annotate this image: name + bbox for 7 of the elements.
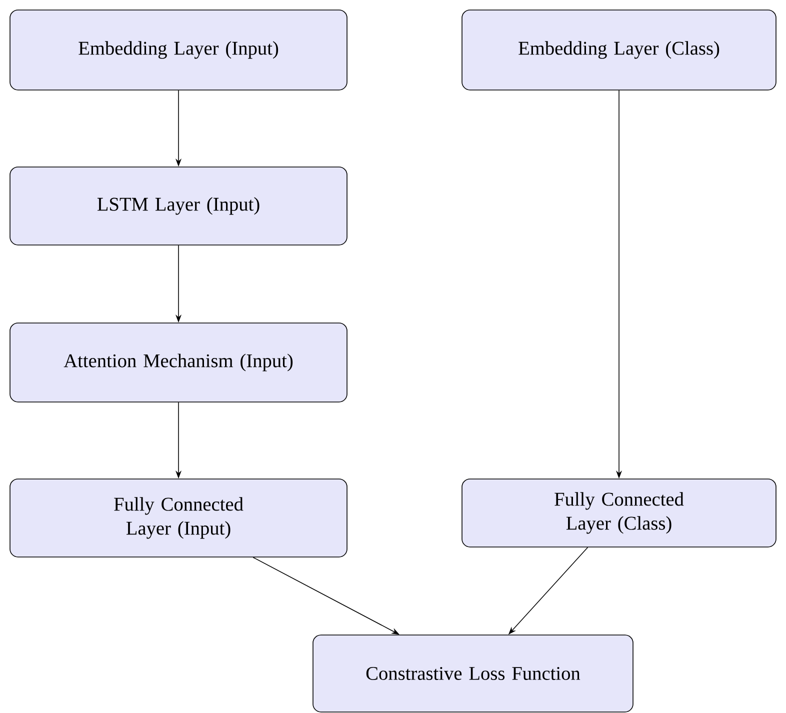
process-box: Embedding Layer (Input): [10, 10, 348, 90]
process-box: Fully Connected Layer (Input): [10, 478, 348, 558]
process-box: LSTM Layer (Input): [10, 166, 348, 246]
process-box: Attention Mechanism (Input): [10, 322, 348, 402]
process-box: Embedding Layer (Class): [462, 10, 776, 90]
process-box: Constrastive Loss Function: [312, 634, 634, 712]
process-box: Fully Connected Layer (Class): [462, 478, 776, 548]
